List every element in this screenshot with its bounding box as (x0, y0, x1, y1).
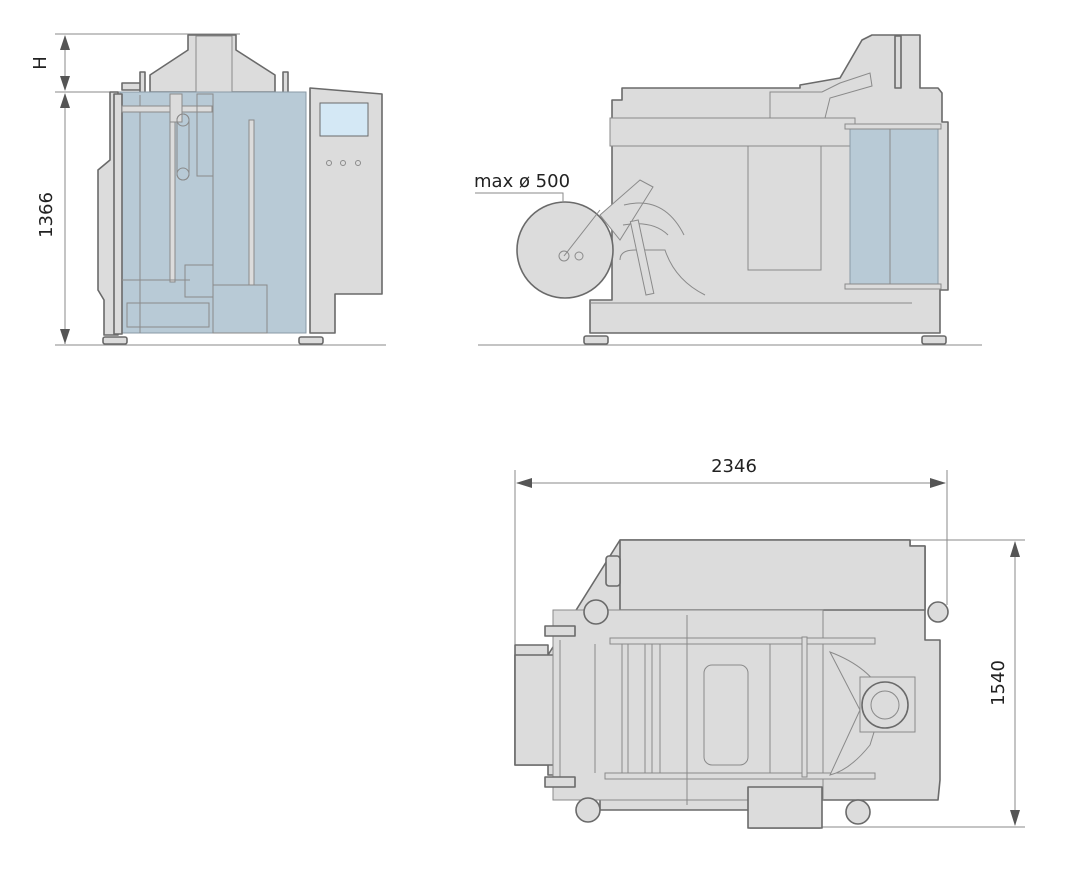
control-button (340, 160, 346, 166)
control-button (355, 160, 361, 166)
depth-label: 1540 (988, 660, 1009, 706)
roll-leader-line (475, 192, 564, 203)
film-roll (516, 201, 614, 299)
control-button (326, 160, 332, 166)
h-label: H (30, 56, 51, 70)
roll-diameter-label: max ø 500 (474, 171, 570, 192)
foot (921, 335, 947, 345)
width-label: 2346 (711, 456, 757, 477)
foot (298, 336, 324, 345)
height-label: 1366 (36, 192, 57, 238)
side-view: max ø 500 (474, 34, 982, 346)
top-view: 2346 1540 (514, 456, 1025, 829)
control-screen (319, 102, 369, 137)
front-view: H 1366 (30, 33, 386, 346)
foot (102, 336, 128, 345)
foot (583, 335, 609, 345)
